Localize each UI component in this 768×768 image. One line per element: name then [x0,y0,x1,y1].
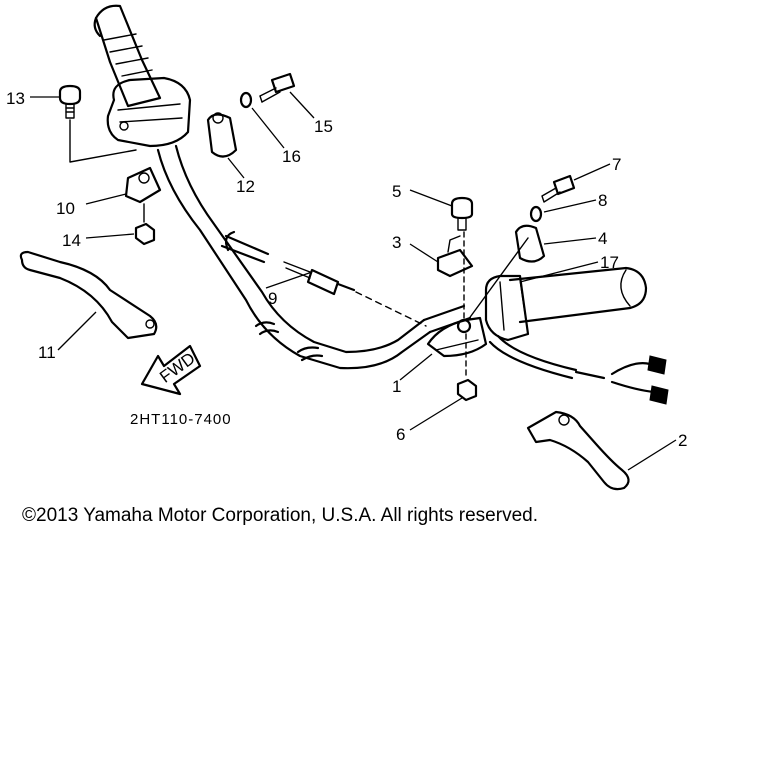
callout-8: 8 [598,191,607,210]
throttle-wire [488,334,669,405]
right-lever [526,410,630,491]
callout-17: 17 [600,253,619,272]
callout-2: 2 [678,431,687,450]
callout-5: 5 [392,182,401,201]
callout-13: 13 [6,89,25,108]
screw-7 [541,174,576,203]
part-code: 2HT110-7400 [130,411,232,428]
callout-7: 7 [612,155,621,174]
right-grip [484,266,648,342]
bolt-5 [450,196,474,231]
callout-6: 6 [396,425,405,444]
left-lever-holder [124,166,162,204]
nut-14 [134,222,156,246]
handlebar [156,144,472,370]
washer-16 [239,91,253,109]
assembly-line-4 [467,237,529,321]
callout-1: 1 [392,377,401,396]
callout-11: 11 [38,343,56,362]
leader-lines [30,91,677,471]
washer-8 [529,205,543,223]
callout-12: 12 [236,177,255,196]
callout-9: 9 [268,289,277,308]
nut-6 [456,378,478,402]
assembly-line-13 [69,119,137,163]
callout-10: 10 [56,199,75,218]
bracket-12 [206,112,238,158]
fwd-arrow: FWD [140,344,202,396]
left-grip [93,4,192,148]
clamp-4 [514,224,546,263]
copyright-notice: ©2013 Yamaha Motor Corporation, U.S.A. A… [22,505,538,526]
handlebar-exploded-diagram: FWD 13 15 16 12 10 14 11 [6,4,687,491]
callout-3: 3 [392,233,401,252]
right-clamp-bracket [426,316,488,358]
screw-15 [259,72,296,103]
switch-3 [436,235,474,278]
callout-15: 15 [314,117,333,136]
left-lever [19,250,158,340]
bolt-13 [58,84,82,119]
switch-lead-9 [220,230,427,327]
callout-14: 14 [62,231,81,250]
callout-4: 4 [598,229,607,248]
callout-16: 16 [282,147,301,166]
